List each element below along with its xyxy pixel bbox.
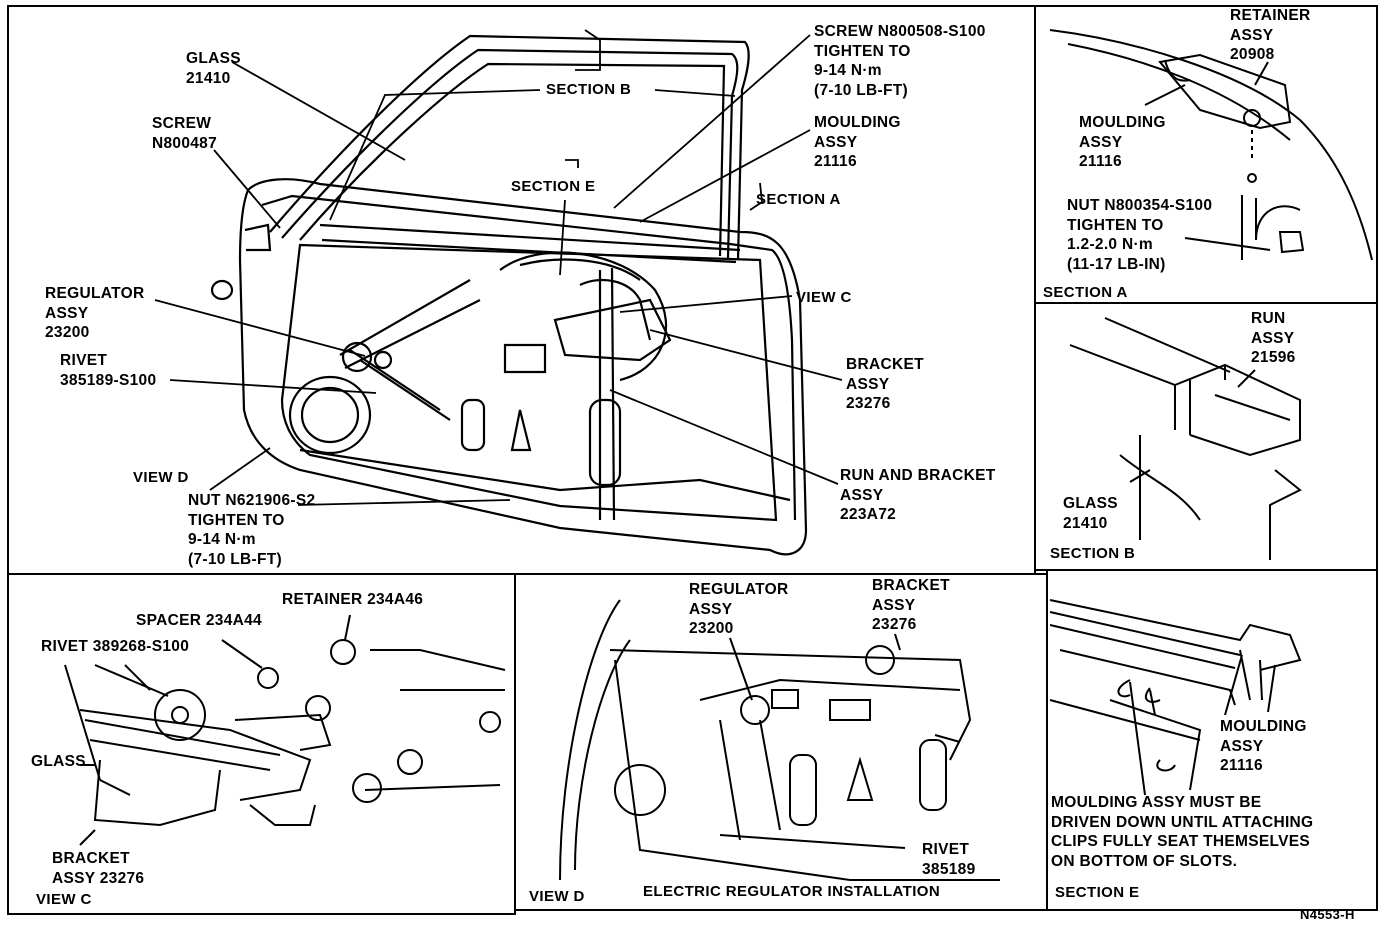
view-d-drawing (559, 599, 1000, 881)
label-retainer-234a46: RETAINER 234A46 (282, 591, 424, 608)
label-section-e-callout: SECTION E (511, 178, 596, 195)
label-spacer-234a44: SPACER 234A44 (136, 612, 262, 629)
figure-id: N4553-H (1300, 907, 1355, 922)
label-retainer-assy: RETAINER ASSY 20908 (1230, 7, 1311, 63)
label-rivet-385189-d: RIVET 385189 (922, 841, 976, 878)
label-glass-c: GLASS (31, 753, 86, 770)
label-bracket-assy-c: BRACKET ASSY 23276 (52, 850, 145, 887)
label-run-and-bracket: RUN AND BRACKET ASSY 223A72 (840, 467, 996, 523)
label-screw-n800487: SCREW N800487 (152, 115, 218, 152)
label-view-c-callout: VIEW C (796, 289, 852, 306)
section-e-drawing (1049, 599, 1302, 796)
label-section-a-callout: SECTION A (756, 191, 841, 208)
label-moulding-assy: MOULDING ASSY 21116 (814, 114, 901, 170)
label-regulator-assy-d: REGULATOR ASSY 23200 (689, 581, 789, 637)
section-e-title: SECTION E (1055, 884, 1140, 901)
main-leader-lines (154, 29, 843, 506)
label-regulator-assy: REGULATOR ASSY 23200 (45, 285, 145, 341)
label-rivet-389268: RIVET 389268-S100 (41, 638, 190, 655)
section-a-title: SECTION A (1043, 284, 1128, 301)
label-bracket-assy: BRACKET ASSY 23276 (846, 356, 924, 412)
label-nut-n800354: NUT N800354-S100 TIGHTEN TO 1.2-2.0 N·m … (1067, 197, 1213, 273)
label-section-b-callout: SECTION B (546, 81, 632, 98)
label-screw-n800508: SCREW N800508-S100 TIGHTEN TO 9-14 N·m (… (814, 23, 986, 99)
label-nut-n621906: NUT N621906-S2 TIGHTEN TO 9-14 N·m (7-10… (188, 492, 316, 568)
label-glass: GLASS 21410 (186, 50, 241, 87)
view-c-drawing (64, 614, 506, 846)
section-e-note: MOULDING ASSY MUST BE DRIVEN DOWN UNTIL … (1051, 794, 1314, 870)
panel-frames (7, 5, 1378, 915)
label-rivet-385189: RIVET 385189-S100 (60, 352, 157, 389)
label-moulding-assy-e: MOULDING ASSY 21116 (1220, 718, 1307, 774)
view-d-title: VIEW D (529, 888, 585, 905)
label-view-d-callout: VIEW D (133, 469, 189, 486)
label-moulding-assy-a: MOULDING ASSY 21116 (1079, 114, 1166, 170)
door-assembly-drawing (210, 34, 808, 556)
view-d-subtitle: ELECTRIC REGULATOR INSTALLATION (643, 883, 941, 900)
section-b-drawing (1069, 317, 1302, 560)
view-c-title: VIEW C (36, 891, 92, 908)
label-run-assy: RUN ASSY 21596 (1251, 310, 1296, 366)
label-glass-b: GLASS 21410 (1063, 495, 1118, 532)
section-b-title: SECTION B (1050, 545, 1136, 562)
section-a-drawing (1049, 29, 1373, 261)
label-bracket-assy-d: BRACKET ASSY 23276 (872, 577, 950, 633)
